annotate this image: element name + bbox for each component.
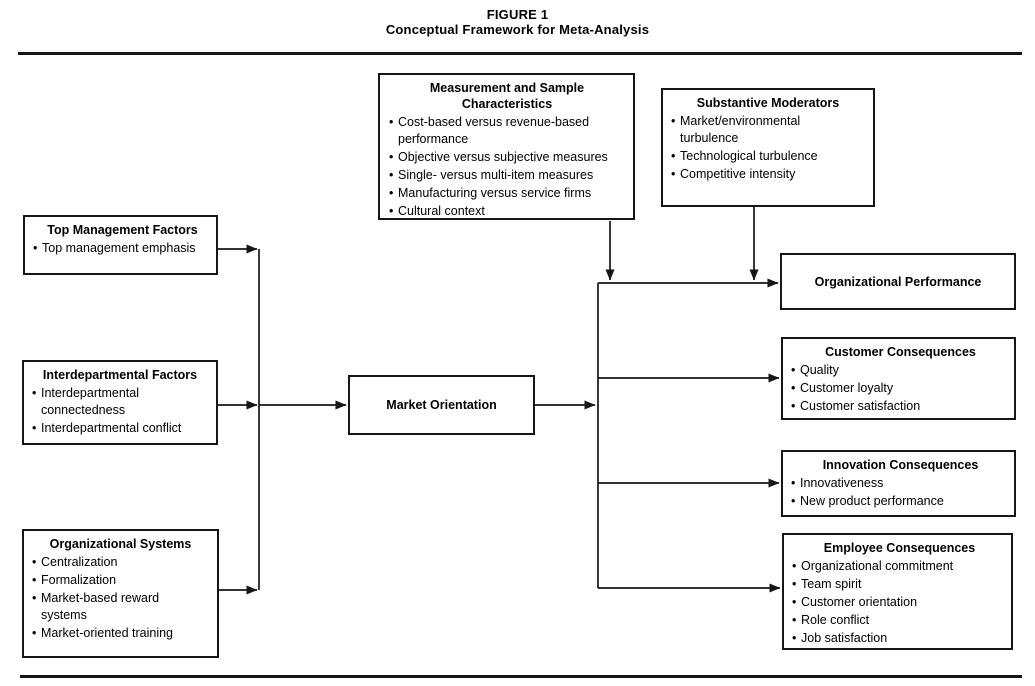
figure-label: FIGURE 1 [486, 7, 549, 22]
box-title: Interdepartmental Factors [42, 368, 198, 382]
box-title: Innovation Consequences [822, 458, 979, 472]
bullet-item: Objective versus subjective measures [389, 149, 625, 166]
box-items: Cost-based versus revenue-based performa… [389, 114, 625, 220]
bullet-item: Customer satisfaction [791, 398, 1010, 415]
box-title: Top Management Factors [47, 223, 198, 237]
box-substantive-moderators: Substantive Moderators Market/environmen… [661, 88, 875, 207]
bullet-item: Cost-based versus revenue-based performa… [389, 114, 625, 148]
bullet-item: Interdepartmental conflict [32, 420, 198, 437]
figure-title: Conceptual Framework for Meta-Analysis [385, 22, 650, 37]
box-organizational-systems: Organizational Systems CentralizationFor… [22, 529, 219, 658]
bullet-item: Interdepartmental connectedness [32, 385, 198, 419]
box-title: Organizational Performance [814, 274, 982, 289]
bullet-item: Cultural context [389, 203, 625, 220]
bottom-rule [20, 675, 1022, 678]
box-title: Employee Consequences [823, 541, 976, 555]
box-title: Customer Consequences [825, 345, 976, 359]
bullet-item: Job satisfaction [792, 630, 1007, 647]
bullet-item: Customer loyalty [791, 380, 1010, 397]
box-items: Top management emphasis [33, 240, 212, 257]
bullet-item: Formalization [32, 572, 191, 589]
bullet-item: Organizational commitment [792, 558, 1007, 575]
box-items: Market/environmental turbulenceTechnolog… [671, 113, 845, 183]
bullet-item: Top management emphasis [33, 240, 212, 257]
top-rule [18, 52, 1022, 55]
box-title: Substantive Moderators [696, 96, 840, 110]
bullet-item: Single- versus multi-item measures [389, 167, 625, 184]
box-top-management-factors: Top Management Factors Top management em… [23, 215, 218, 275]
box-title: Organizational Systems [49, 537, 192, 551]
box-innovation-consequences: Innovation Consequences InnovativenessNe… [781, 450, 1016, 517]
box-market-orientation: Market Orientation [348, 375, 535, 435]
box-organizational-performance: Organizational Performance [780, 253, 1016, 310]
box-title: Measurement and Sample Characteristics [429, 81, 585, 111]
bullet-item: Market-based reward systems [32, 590, 191, 624]
bullet-item: New product performance [791, 493, 1010, 510]
bullet-item: Technological turbulence [671, 148, 845, 165]
bullet-item: Team spirit [792, 576, 1007, 593]
box-customer-consequences: Customer Consequences QualityCustomer lo… [781, 337, 1016, 420]
box-interdepartmental-factors: Interdepartmental Factors Interdepartmen… [22, 360, 218, 445]
bullet-item: Manufacturing versus service firms [389, 185, 625, 202]
bullet-item: Innovativeness [791, 475, 1010, 492]
bullet-item: Customer orientation [792, 594, 1007, 611]
bullet-item: Market/environmental turbulence [671, 113, 845, 147]
bullet-item: Competitive intensity [671, 166, 845, 183]
figure-heading: FIGURE 1 Conceptual Framework for Meta-A… [0, 7, 1035, 37]
box-employee-consequences: Employee Consequences Organizational com… [782, 533, 1013, 650]
bullet-item: Role conflict [792, 612, 1007, 629]
box-items: CentralizationFormalizationMarket-based … [32, 554, 191, 642]
box-measurement-sample-characteristics: Measurement and Sample Characteristics C… [378, 73, 635, 220]
box-items: InnovativenessNew product performance [791, 475, 1010, 510]
bullet-item: Centralization [32, 554, 191, 571]
box-items: Interdepartmental connectednessInterdepa… [32, 385, 198, 437]
box-items: QualityCustomer loyaltyCustomer satisfac… [791, 362, 1010, 415]
box-title: Market Orientation [386, 398, 497, 412]
bullet-item: Market-oriented training [32, 625, 191, 642]
box-items: Organizational commitmentTeam spiritCust… [792, 558, 1007, 647]
bullet-item: Quality [791, 362, 1010, 379]
